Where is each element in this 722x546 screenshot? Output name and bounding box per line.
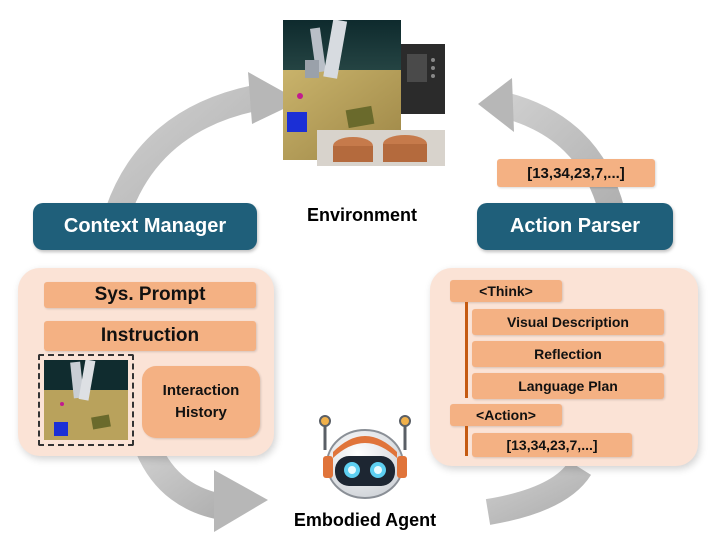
arrowhead-bottom-left xyxy=(214,470,268,532)
think-tag: <Think> xyxy=(450,280,562,302)
arc-arrow-bottom-right xyxy=(485,460,592,525)
environment-image xyxy=(283,19,445,166)
sys-prompt-chip: Sys. Prompt xyxy=(44,282,256,308)
action-values-chip: [13,34,23,7,...] xyxy=(472,433,632,457)
action-tag: <Action> xyxy=(450,404,562,426)
robot-head-icon xyxy=(317,414,413,500)
history-thumbnail-frame xyxy=(38,354,134,446)
instruction-chip: Instruction xyxy=(44,321,256,351)
arrowhead-top-right xyxy=(478,78,514,132)
action-parser-output: [13,34,23,7,...] xyxy=(497,159,655,187)
context-manager-title: Context Manager xyxy=(33,203,257,250)
visual-description-chip: Visual Description xyxy=(472,309,664,335)
history-thumbnail xyxy=(44,360,128,440)
action-parser-title: Action Parser xyxy=(477,203,673,250)
reflection-chip: Reflection xyxy=(472,341,664,367)
think-bracket-line xyxy=(465,302,468,398)
language-plan-chip: Language Plan xyxy=(472,373,664,399)
arc-arrow-top-left xyxy=(105,85,258,217)
embodied-agent-label: Embodied Agent xyxy=(293,510,437,530)
arrowhead-top-left xyxy=(248,72,300,124)
environment-label: Environment xyxy=(306,205,417,225)
arc-arrow-top-right xyxy=(496,91,625,216)
action-bracket-line xyxy=(465,426,468,456)
interaction-history-chip: Interaction History xyxy=(142,366,260,438)
